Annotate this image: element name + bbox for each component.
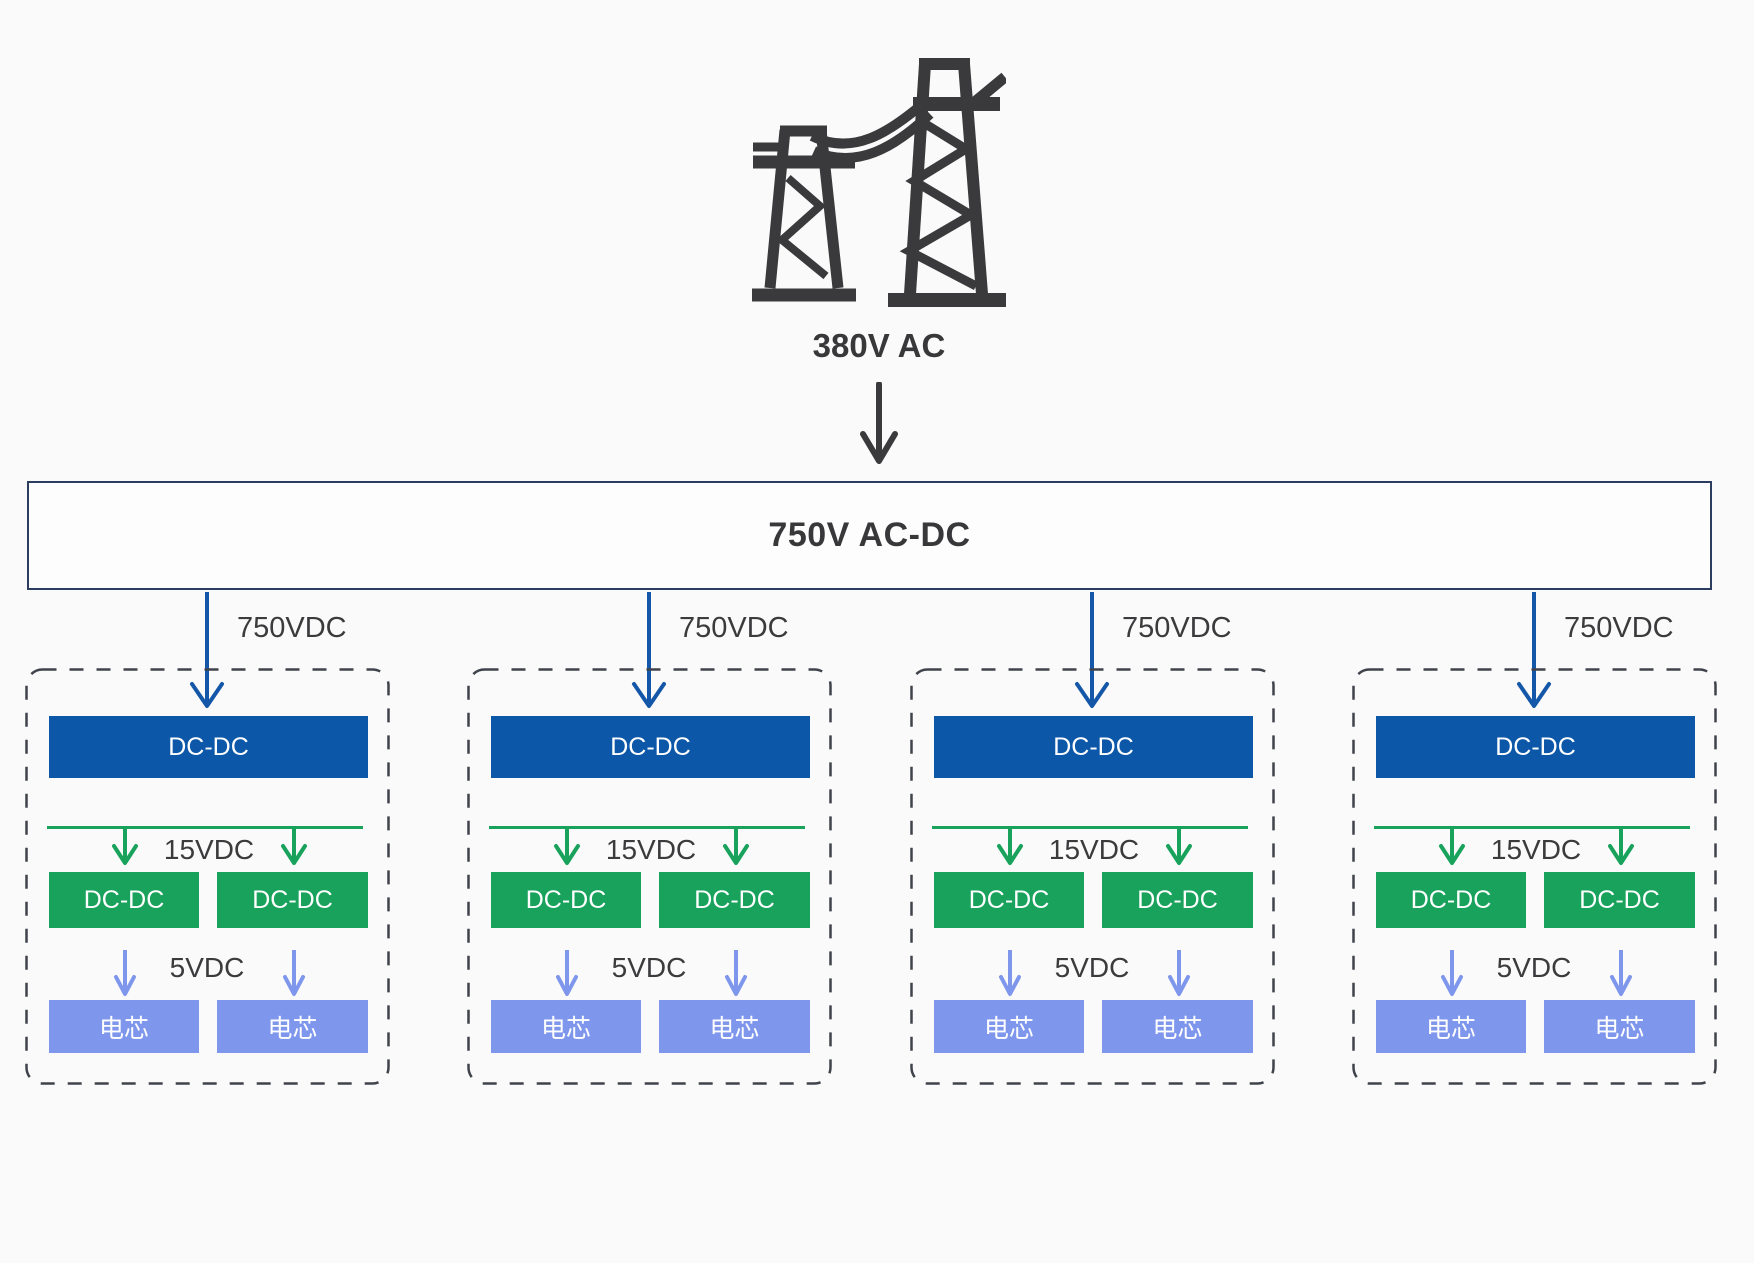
- 15v-bus-line: [489, 826, 805, 829]
- ac-dc-converter-label: 750V AC-DC: [768, 516, 971, 554]
- bus-voltage-label: 15VDC: [163, 834, 255, 865]
- down-arrow-icon: [1517, 592, 1551, 708]
- 15v-bus-line: [47, 826, 363, 829]
- down-arrow-icon: [1610, 950, 1632, 996]
- cluster-boundary: [1352, 668, 1717, 1085]
- transmission-towers-icon: [752, 58, 1006, 307]
- ac-dc-converter-box: 750V AC-DC: [27, 481, 1712, 590]
- down-arrow-icon: [723, 828, 749, 865]
- primary-dcdc-box: DC-DC: [49, 716, 368, 778]
- primary-dcdc-box: DC-DC: [491, 716, 810, 778]
- down-arrow-icon: [1441, 950, 1463, 996]
- down-arrow-icon: [860, 382, 898, 464]
- secondary-dcdc-box: DC-DC: [217, 872, 368, 928]
- secondary-dcdc-box: DC-DC: [491, 872, 641, 928]
- down-arrow-icon: [1439, 828, 1465, 865]
- cluster-boundary: [467, 668, 832, 1085]
- secondary-dcdc-box: DC-DC: [1544, 872, 1695, 928]
- down-arrow-icon: [1608, 828, 1634, 865]
- output-voltage-label: 5VDC: [1054, 952, 1130, 983]
- down-arrow-icon: [112, 828, 138, 865]
- cluster-boundary: [910, 668, 1275, 1085]
- dc-module-group-1: 750VDC DC-DC 15VDC DC-DC DC-DC 5VDC 电芯 电…: [25, 592, 390, 1097]
- battery-cell-box: 电芯: [659, 1000, 810, 1053]
- battery-cell-box: 电芯: [1102, 1000, 1253, 1053]
- input-voltage-label: 750VDC: [1122, 612, 1232, 644]
- bus-voltage-label: 15VDC: [605, 834, 697, 865]
- battery-cell-box: 电芯: [1376, 1000, 1526, 1053]
- down-arrow-icon: [556, 950, 578, 996]
- primary-dcdc-box: DC-DC: [1376, 716, 1695, 778]
- battery-cell-box: 电芯: [217, 1000, 368, 1053]
- dc-module-group-2: 750VDC DC-DC 15VDC DC-DC DC-DC 5VDC 电芯 电…: [467, 592, 832, 1097]
- input-voltage-label: 750VDC: [237, 612, 347, 644]
- secondary-dcdc-box: DC-DC: [1376, 872, 1526, 928]
- secondary-dcdc-box: DC-DC: [659, 872, 810, 928]
- down-arrow-icon: [1075, 592, 1109, 708]
- down-arrow-icon: [1166, 828, 1192, 865]
- bus-voltage-label: 15VDC: [1490, 834, 1582, 865]
- primary-dcdc-box: DC-DC: [934, 716, 1253, 778]
- input-voltage-label: 750VDC: [1564, 612, 1674, 644]
- cluster-boundary: [25, 668, 390, 1085]
- down-arrow-icon: [283, 950, 305, 996]
- battery-cell-box: 电芯: [49, 1000, 199, 1053]
- 15v-bus-line: [1374, 826, 1690, 829]
- down-arrow-icon: [997, 828, 1023, 865]
- down-arrow-icon: [999, 950, 1021, 996]
- dc-module-group-3: 750VDC DC-DC 15VDC DC-DC DC-DC 5VDC 电芯 电…: [910, 592, 1275, 1097]
- secondary-dcdc-box: DC-DC: [934, 872, 1084, 928]
- down-arrow-icon: [554, 828, 580, 865]
- down-arrow-icon: [1168, 950, 1190, 996]
- input-voltage-label: 750VDC: [679, 612, 789, 644]
- battery-cell-box: 电芯: [1544, 1000, 1695, 1053]
- battery-cell-box: 电芯: [491, 1000, 641, 1053]
- output-voltage-label: 5VDC: [611, 952, 687, 983]
- source-voltage-label: 380V AC: [812, 327, 946, 364]
- secondary-dcdc-box: DC-DC: [1102, 872, 1253, 928]
- bus-voltage-label: 15VDC: [1048, 834, 1140, 865]
- down-arrow-icon: [632, 592, 666, 708]
- battery-cell-box: 电芯: [934, 1000, 1084, 1053]
- 15v-bus-line: [932, 826, 1248, 829]
- down-arrow-icon: [281, 828, 307, 865]
- down-arrow-icon: [725, 950, 747, 996]
- output-voltage-label: 5VDC: [169, 952, 245, 983]
- down-arrow-icon: [114, 950, 136, 996]
- dc-module-group-4: 750VDC DC-DC 15VDC DC-DC DC-DC 5VDC 电芯 电…: [1352, 592, 1717, 1097]
- output-voltage-label: 5VDC: [1496, 952, 1572, 983]
- secondary-dcdc-box: DC-DC: [49, 872, 199, 928]
- down-arrow-icon: [190, 592, 224, 708]
